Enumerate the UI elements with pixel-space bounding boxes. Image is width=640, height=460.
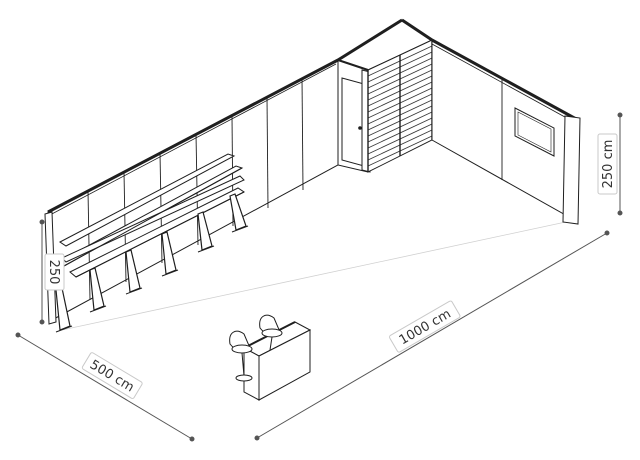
label-left-wall-height-box [44, 253, 65, 291]
reception-counter [242, 321, 312, 401]
label-length-box [389, 300, 461, 353]
floor-outline [61, 219, 576, 331]
stool-right [259, 314, 283, 351]
right-side-wall [431, 39, 579, 223]
storage-room-top-cap [337, 18, 433, 71]
dim-depth [15, 332, 195, 442]
label-left-wall-height-group: 250 [44, 253, 65, 291]
long-wall-top-cap [47, 58, 339, 217]
label-length-group: 1000 cm [389, 300, 461, 353]
label-depth-group: 500 cm [81, 352, 143, 399]
shelf-leg-feet [55, 225, 249, 333]
right-end-post [562, 115, 581, 225]
dim-length [254, 230, 610, 441]
label-back-wall-height: 250 cm [601, 140, 616, 189]
label-back-wall-height-box [597, 133, 618, 195]
stool-left [229, 330, 253, 382]
label-back-wall-height-group: 250 cm [597, 133, 618, 195]
dim-right-height [617, 112, 623, 216]
storage-door [341, 77, 365, 167]
right-wall-top-cap [431, 38, 579, 123]
label-depth-box [81, 352, 143, 399]
label-left-wall-height: 250 [46, 260, 61, 285]
dim-left-height [39, 219, 45, 325]
wall-screen [514, 107, 555, 157]
shelf-legs [55, 193, 247, 331]
wall-shelving [57, 153, 245, 278]
